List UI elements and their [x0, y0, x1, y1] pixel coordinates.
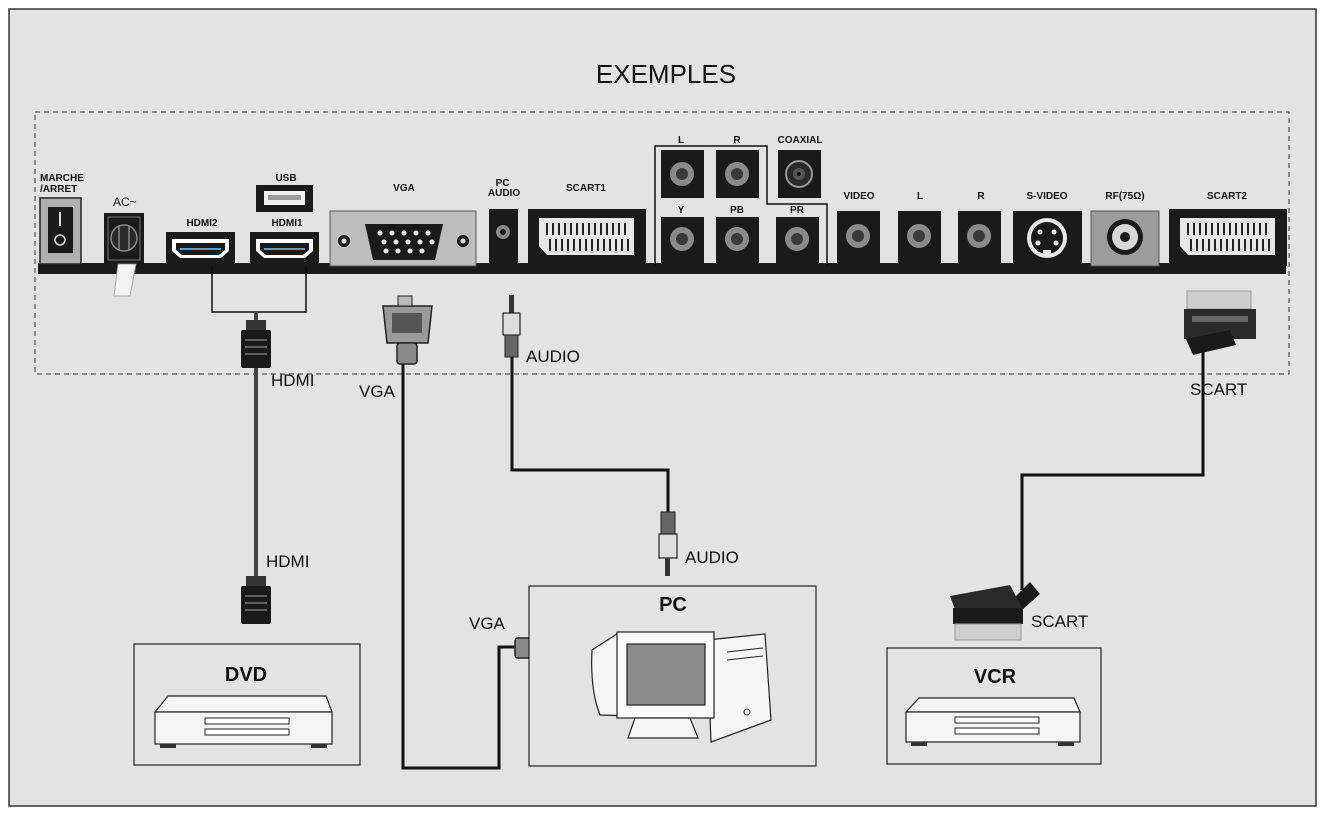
vcr-label: VCR: [974, 666, 1017, 688]
s-video-port: S-VIDEO: [1013, 191, 1082, 266]
audio-plug-bottom: [658, 511, 678, 576]
power-switch-port: MARCHE /ARRET: [39, 173, 87, 265]
dvd-device: DVD: [133, 643, 361, 766]
video-port: VIDEO: [837, 191, 880, 266]
pc-audio-label: PC AUDIO: [488, 178, 520, 199]
s-video-label: S-VIDEO: [1026, 191, 1067, 202]
ac-power-port: AC~: [104, 195, 144, 297]
hdmi-plug-top: [241, 320, 271, 368]
panel-bar: [38, 263, 1286, 274]
video-label: VIDEO: [843, 191, 874, 202]
component-y-port: Y: [661, 205, 704, 266]
computer-icon: [591, 631, 772, 743]
rf-label: RF(75Ω): [1105, 191, 1144, 202]
scart1-label: SCART1: [566, 183, 606, 194]
vga-port: VGA: [329, 183, 477, 267]
scart-plug-bottom: [950, 582, 1040, 641]
component-audio-l-port: L: [661, 135, 704, 198]
component-r-label: R: [733, 135, 741, 146]
vga-cable-label-top: VGA: [359, 382, 396, 401]
vcr-device: VCR: [886, 647, 1102, 765]
av-audio-r-port: R: [958, 191, 1001, 266]
hdmi2-label: HDMI2: [186, 218, 218, 229]
usb-port: USB: [256, 173, 313, 212]
component-pr-port: PR: [776, 205, 819, 266]
pb-label: PB: [730, 205, 744, 216]
vga-label: VGA: [393, 183, 415, 194]
pc-device: PC: [528, 585, 817, 767]
hdmi1-label: HDMI1: [271, 218, 303, 229]
audio-cable: [510, 357, 670, 512]
vcr-player-icon: [904, 697, 1081, 713]
dvd-label: DVD: [225, 664, 267, 686]
power-label: MARCHE /ARRET: [40, 173, 87, 195]
power-label-line1: MARCHE: [40, 173, 84, 184]
scart-cable: [1020, 350, 1205, 590]
usb-label: USB: [275, 173, 296, 184]
hdmi2-port: HDMI2: [166, 218, 235, 265]
component-audio-r-port: R: [716, 135, 759, 198]
hdmi-cable-label-bottom: HDMI: [266, 552, 309, 571]
coaxial-label: COAXIAL: [778, 135, 823, 146]
vga-cable: [401, 364, 527, 770]
vga-cable-label-bottom: VGA: [469, 614, 506, 633]
dvd-player-icon: [153, 695, 333, 713]
scart2-port: SCART2: [1169, 191, 1287, 266]
audio-cable-label-top: AUDIO: [526, 347, 580, 366]
scart1-port: SCART1: [528, 183, 646, 266]
hdmi-cable-label-top: HDMI: [271, 371, 314, 390]
av-audio-l-port: L: [898, 191, 941, 266]
power-label-line2: /ARRET: [40, 184, 77, 195]
hdmi-bracket: [211, 266, 307, 313]
coaxial-port: COAXIAL: [778, 135, 823, 198]
scart-cable-label-bottom: SCART: [1031, 612, 1088, 631]
scart-plug-top: [1184, 290, 1256, 355]
vga-plug-top: [382, 295, 433, 365]
av-l-label: L: [917, 191, 923, 202]
component-group-outline: [654, 145, 828, 266]
audio-cable-label-bottom: AUDIO: [685, 548, 739, 567]
scart-cable-label-top: SCART: [1190, 380, 1247, 399]
hdmi1-port: HDMI1: [250, 218, 319, 265]
rear-panel-outline: [34, 111, 1290, 375]
y-label: Y: [678, 205, 685, 216]
pc-audio-port: PC AUDIO: [488, 178, 520, 266]
av-r-label: R: [977, 191, 985, 202]
ac-label: AC~: [113, 195, 137, 209]
hdmi-plug-bottom: [241, 576, 271, 624]
pc-audio-line1: PC: [496, 178, 510, 189]
pr-label: PR: [790, 205, 805, 216]
pc-audio-line2: AUDIO: [488, 188, 520, 199]
scart2-label: SCART2: [1207, 191, 1247, 202]
audio-plug-top: [502, 295, 521, 358]
component-pb-port: PB: [716, 205, 759, 266]
component-l-label: L: [678, 135, 684, 146]
pc-label: PC: [659, 594, 687, 616]
rf-antenna-port: RF(75Ω): [1090, 191, 1160, 267]
diagram-title: EXEMPLES: [596, 59, 736, 89]
